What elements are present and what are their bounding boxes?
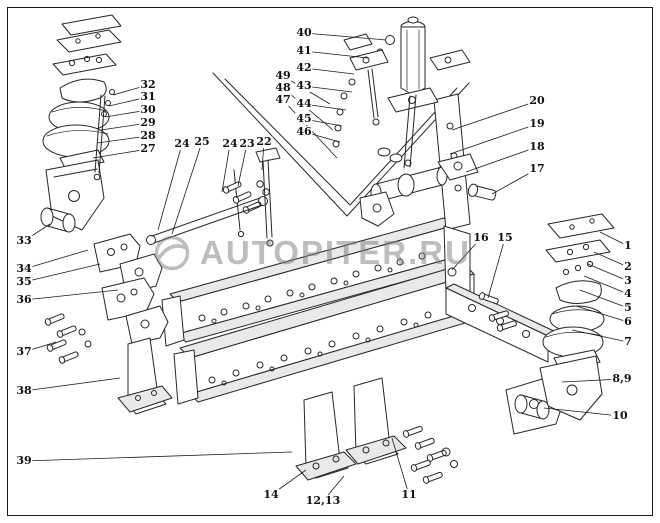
callout-40: 40 xyxy=(295,25,313,40)
callout-23: 23 xyxy=(238,136,256,151)
callout-8-9: 8,9 xyxy=(611,371,633,386)
leader-line-3 xyxy=(587,263,629,282)
fastener-bolts xyxy=(44,267,517,484)
callout-28: 28 xyxy=(139,128,157,143)
left-air-spring-assembly xyxy=(40,14,122,233)
leader-line-5 xyxy=(579,289,629,309)
leader-line-20 xyxy=(451,100,538,131)
callout-33: 33 xyxy=(15,233,33,248)
right-air-spring-assembly xyxy=(505,213,615,435)
callout-32: 32 xyxy=(139,77,157,92)
leader-line-18 xyxy=(465,146,538,173)
leader-line-24 xyxy=(157,143,183,231)
callout-6: 6 xyxy=(623,314,633,329)
page-border xyxy=(7,7,653,516)
callout-16: 16 xyxy=(472,230,490,245)
callout-5: 5 xyxy=(623,300,633,315)
leader-line-6 xyxy=(575,305,629,323)
leader-line-7 xyxy=(571,329,629,343)
callout-1: 1 xyxy=(623,238,633,253)
leader-line-2 xyxy=(593,251,629,268)
callout-18: 18 xyxy=(528,139,546,154)
callout-24: 24 xyxy=(173,136,191,151)
callout-24: 24 xyxy=(221,136,239,151)
leader-line-10 xyxy=(543,407,621,417)
callout-49: 49 xyxy=(274,68,292,83)
callout-22: 22 xyxy=(255,134,273,149)
callout-7: 7 xyxy=(623,334,633,349)
callout-25: 25 xyxy=(193,134,211,149)
callout-46: 46 xyxy=(295,124,313,139)
callout-36: 36 xyxy=(15,292,33,307)
leader-line-39 xyxy=(23,451,293,462)
leader-line-15 xyxy=(487,237,506,299)
callout-30: 30 xyxy=(139,102,157,117)
leader-line-38 xyxy=(23,377,121,392)
callout-41: 41 xyxy=(295,43,313,58)
leader-line-19 xyxy=(449,123,538,155)
callout-48: 48 xyxy=(274,80,292,95)
callout-43: 43 xyxy=(295,78,313,93)
leader-line-40 xyxy=(303,32,387,41)
leader-line-41 xyxy=(303,50,369,59)
callout-31: 31 xyxy=(139,89,157,104)
callout-42: 42 xyxy=(295,60,313,75)
leader-line-36 xyxy=(23,289,119,301)
callout-14: 14 xyxy=(262,487,280,502)
callout-12-13: 12,13 xyxy=(304,493,342,508)
callout-19: 19 xyxy=(528,116,546,131)
leader-line-35 xyxy=(23,263,101,283)
callout-29: 29 xyxy=(139,115,157,130)
leader-line-11 xyxy=(391,437,410,496)
callout-37: 37 xyxy=(15,344,33,359)
leader-line-23 xyxy=(237,143,248,187)
callout-17: 17 xyxy=(528,161,546,176)
leader-line-27 xyxy=(92,148,149,159)
callout-35: 35 xyxy=(15,274,33,289)
callout-20: 20 xyxy=(528,93,546,108)
callout-3: 3 xyxy=(623,273,633,288)
callout-38: 38 xyxy=(15,383,33,398)
leader-line-4 xyxy=(583,275,629,295)
callout-39: 39 xyxy=(15,453,33,468)
pointer-mark xyxy=(212,72,470,217)
callout-47: 47 xyxy=(274,92,292,107)
callout-10: 10 xyxy=(611,408,629,423)
callout-34: 34 xyxy=(15,261,33,276)
leader-line-34 xyxy=(23,249,89,270)
callout-4: 4 xyxy=(623,286,633,301)
callout-27: 27 xyxy=(139,141,157,156)
callout-11: 11 xyxy=(400,487,418,502)
callout-45: 45 xyxy=(295,111,313,126)
left-hanger-brackets xyxy=(93,196,268,415)
callout-2: 2 xyxy=(623,259,633,274)
stabilizer-rods xyxy=(222,147,281,247)
leader-line-25 xyxy=(171,141,203,235)
leader-line-24 xyxy=(221,143,231,193)
callout-44: 44 xyxy=(295,96,313,111)
callout-15: 15 xyxy=(496,230,514,245)
shock-and-leveling-valve-assembly xyxy=(332,16,497,227)
crossmember-feet xyxy=(295,377,407,481)
